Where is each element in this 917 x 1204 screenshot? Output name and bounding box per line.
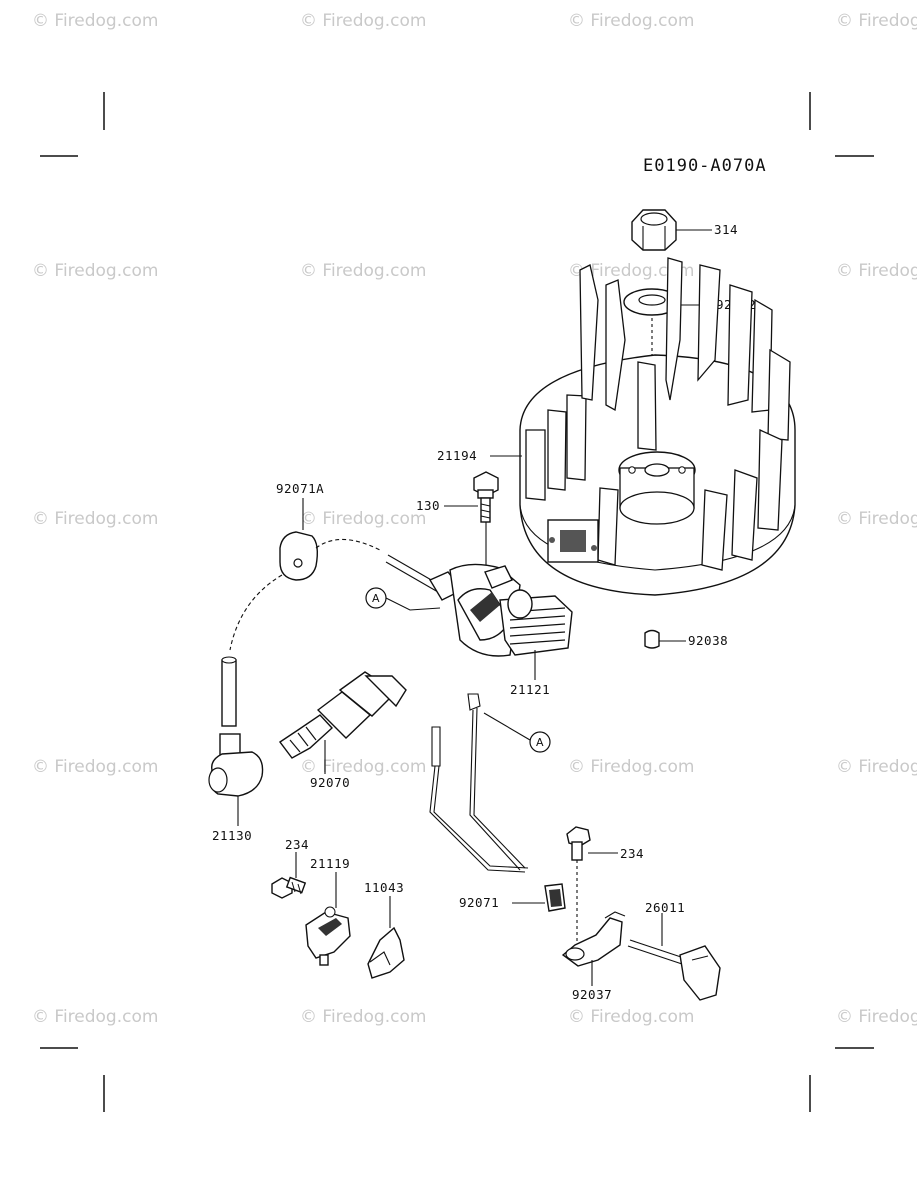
watermark: © Firedog.com: [32, 261, 158, 281]
flywheel-part: [519, 257, 796, 596]
spark-plug-cap-part: [208, 733, 264, 797]
wire-harness-part: [429, 693, 529, 873]
bolt-part: [473, 471, 499, 523]
part-label-92037: 92037: [572, 987, 612, 1002]
leader-line: [483, 712, 531, 741]
watermark: © Firedog.com: [836, 757, 917, 777]
stop-switch-part: [627, 939, 721, 1001]
part-label-21194: 21194: [437, 448, 477, 463]
part-label-11043: 11043: [364, 880, 404, 895]
part-label-234: 234: [285, 837, 309, 852]
clamp-part: [561, 911, 626, 967]
part-label-92071: 92071: [459, 895, 499, 910]
part-label-92071A: 92071A: [276, 481, 324, 496]
nut-part: [631, 209, 677, 251]
bracket-part: [305, 906, 351, 966]
watermark: © Firedog.com: [32, 757, 158, 777]
part-label-21121: 21121: [510, 682, 550, 697]
watermark: © Firedog.com: [300, 757, 426, 777]
watermark: © Firedog.com: [300, 1007, 426, 1027]
watermark: © Firedog.com: [836, 509, 917, 529]
part-label-234: 234: [620, 846, 644, 861]
watermark: © Firedog.com: [568, 261, 694, 281]
grommet-part: [279, 531, 319, 581]
connector-ref-label: A: [372, 592, 380, 605]
connector-ref-circle: [529, 731, 551, 753]
watermark: © Firedog.com: [300, 11, 426, 31]
leader-line: [385, 597, 441, 611]
watermark: © Firedog.com: [568, 11, 694, 31]
crop-marks: [40, 92, 874, 1112]
woodruff-key-part: [644, 629, 660, 649]
connector-ref-label: A: [536, 736, 544, 749]
watermark: © Firedog.com: [836, 1007, 917, 1027]
part-label-21119: 21119: [310, 856, 350, 871]
part-label-130: 130: [416, 498, 440, 513]
watermark: © Firedog.com: [300, 509, 426, 529]
screw-left-part: [271, 876, 307, 899]
watermark: © Firedog.com: [32, 509, 158, 529]
plate-part: [367, 926, 405, 979]
watermark: © Firedog.com: [32, 11, 158, 31]
grommet-small-part: [544, 883, 566, 912]
spark-plug-part: [278, 671, 407, 759]
watermark: © Firedog.com: [32, 1007, 158, 1027]
assembly-line: [229, 574, 283, 651]
part-label-92070: 92070: [310, 775, 350, 790]
part-label-21130: 21130: [212, 828, 252, 843]
fuel-tube-part: [221, 656, 237, 727]
part-label-26011: 26011: [645, 900, 685, 915]
diagram-code: E0190-A070A: [643, 156, 767, 176]
part-label-314: 314: [714, 222, 738, 237]
watermark: © Firedog.com: [300, 261, 426, 281]
part-label-92038: 92038: [688, 633, 728, 648]
watermark: © Firedog.com: [836, 261, 917, 281]
assembly-line: [315, 538, 381, 551]
watermark: © Firedog.com: [568, 1007, 694, 1027]
watermark: © Firedog.com: [568, 757, 694, 777]
ignition-coil-part: [385, 554, 573, 657]
watermark: © Firedog.com: [836, 11, 917, 31]
screw-part: [566, 826, 591, 861]
